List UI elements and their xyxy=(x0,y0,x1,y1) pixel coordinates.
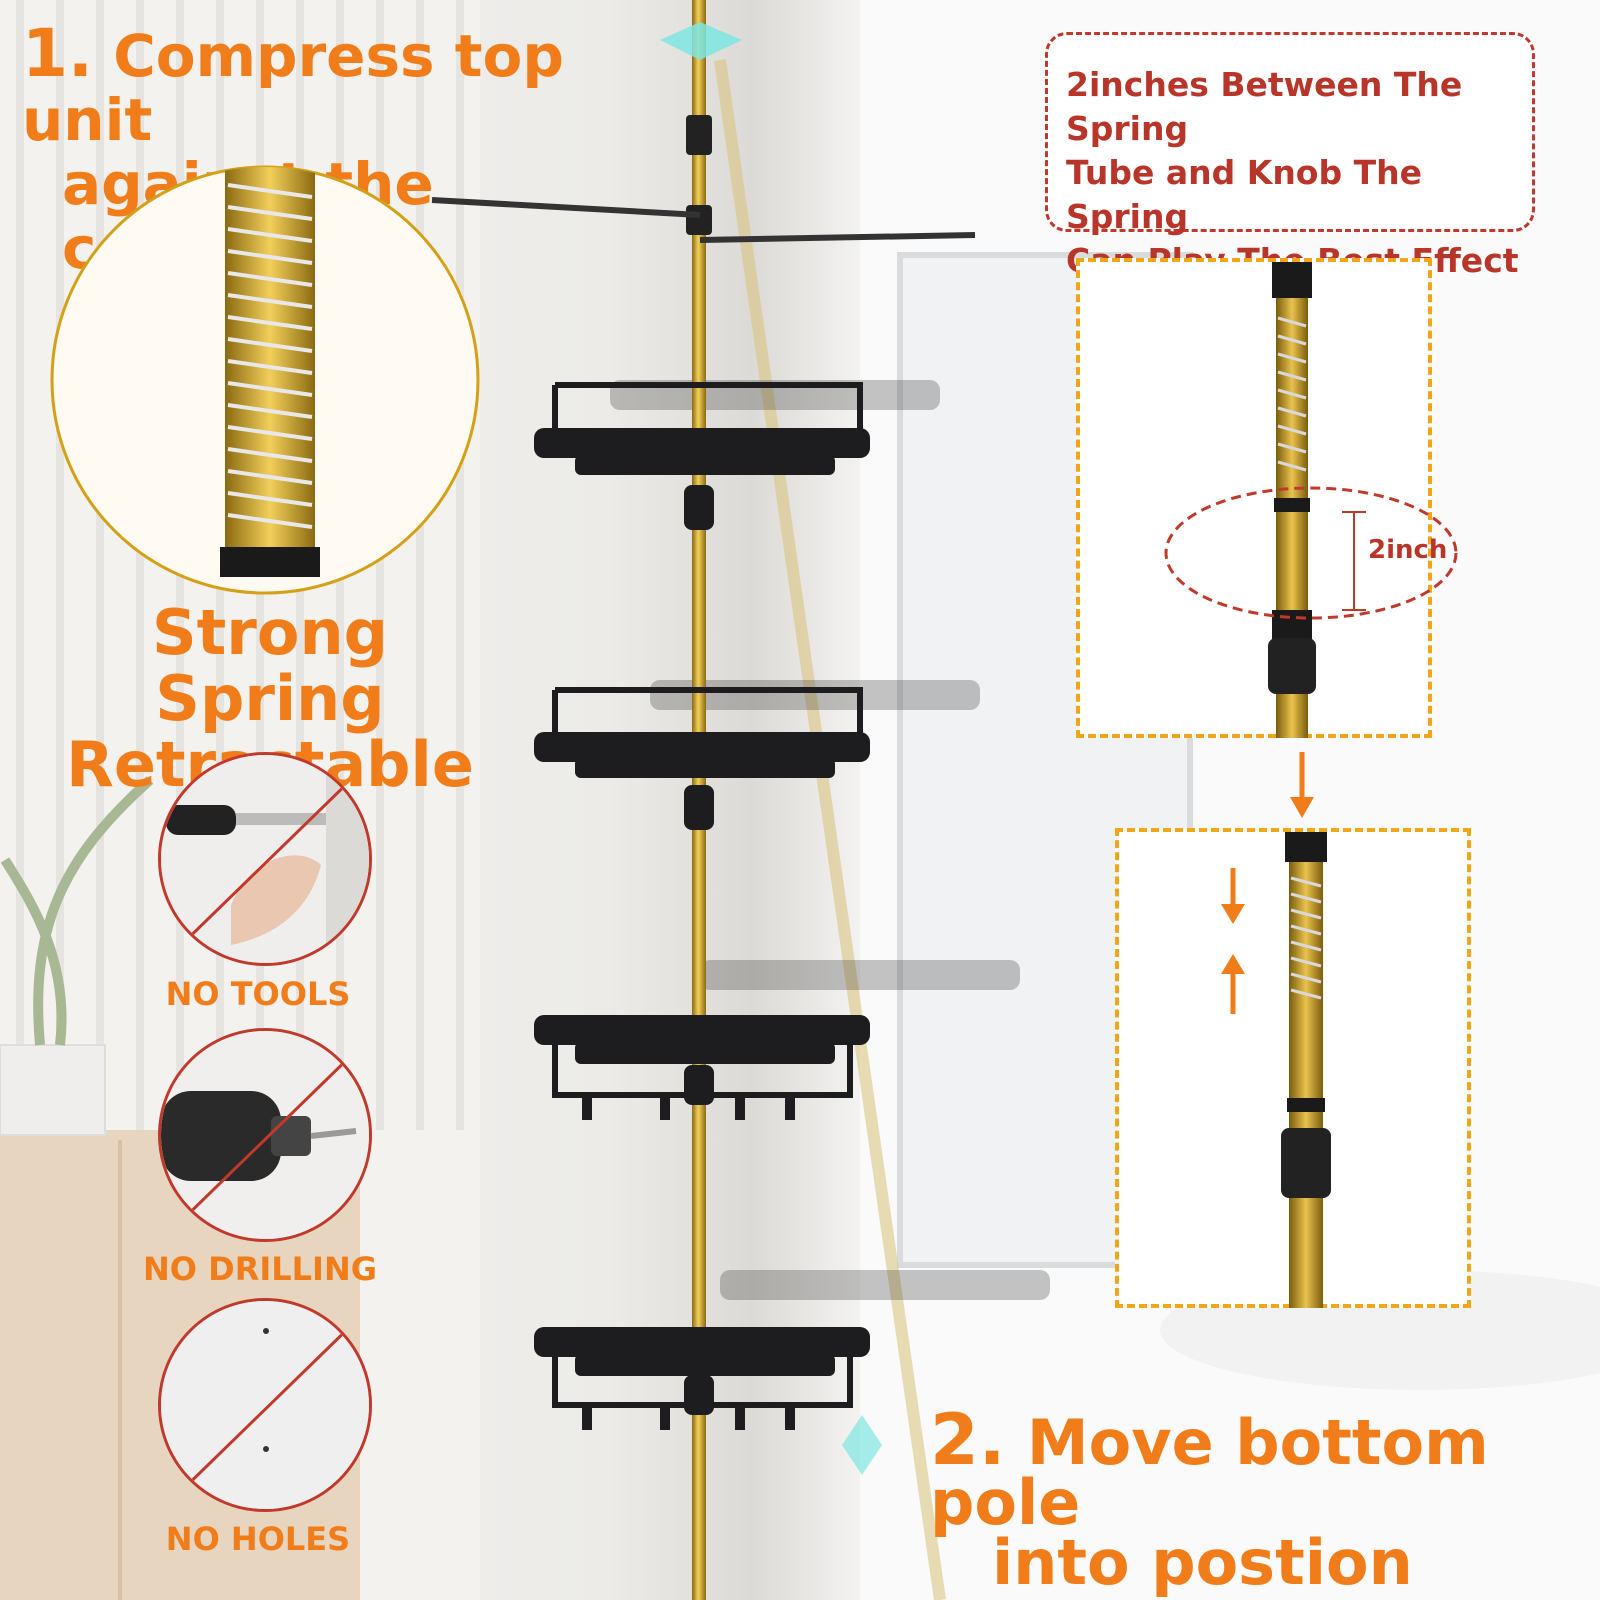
step1-number: 1. xyxy=(22,15,93,92)
callout-line1: 2inches Between The Spring xyxy=(1066,65,1463,148)
step2-line2: into postion xyxy=(992,1526,1413,1599)
extended-spring-pole xyxy=(1164,262,1458,738)
compressed-spring-pole xyxy=(1221,832,1331,1308)
spring-spacing-callout: 2inches Between The Spring Tube and Knob… xyxy=(1045,32,1535,280)
no-drilling-badge xyxy=(158,1028,372,1242)
no-tools-label: NO TOOLS xyxy=(165,975,351,1013)
step1-line1: Compress top unit xyxy=(22,22,564,154)
spring-zoom-circle xyxy=(50,165,480,595)
screwdriver-icon xyxy=(161,755,369,963)
step2-line1: Move bottom pole xyxy=(930,1406,1489,1539)
no-drilling-label: NO DRILLING xyxy=(143,1250,377,1288)
step2-number: 2. xyxy=(930,1399,1006,1481)
arrow-down-icon xyxy=(1290,752,1314,818)
dimension-label: 2inch xyxy=(1368,535,1448,565)
step2-title: 2. Move bottom pole into postion xyxy=(930,1405,1590,1599)
wall-holes-icon xyxy=(161,1301,369,1509)
no-holes-label: NO HOLES xyxy=(165,1520,351,1558)
feature-line1: Strong Spring xyxy=(152,596,388,735)
no-holes-badge xyxy=(158,1298,372,1512)
detail-box-extended xyxy=(1076,258,1432,738)
callout-line2: Tube and Knob The Spring xyxy=(1066,153,1422,236)
drill-icon xyxy=(161,1031,369,1239)
no-tools-badge xyxy=(158,752,372,966)
